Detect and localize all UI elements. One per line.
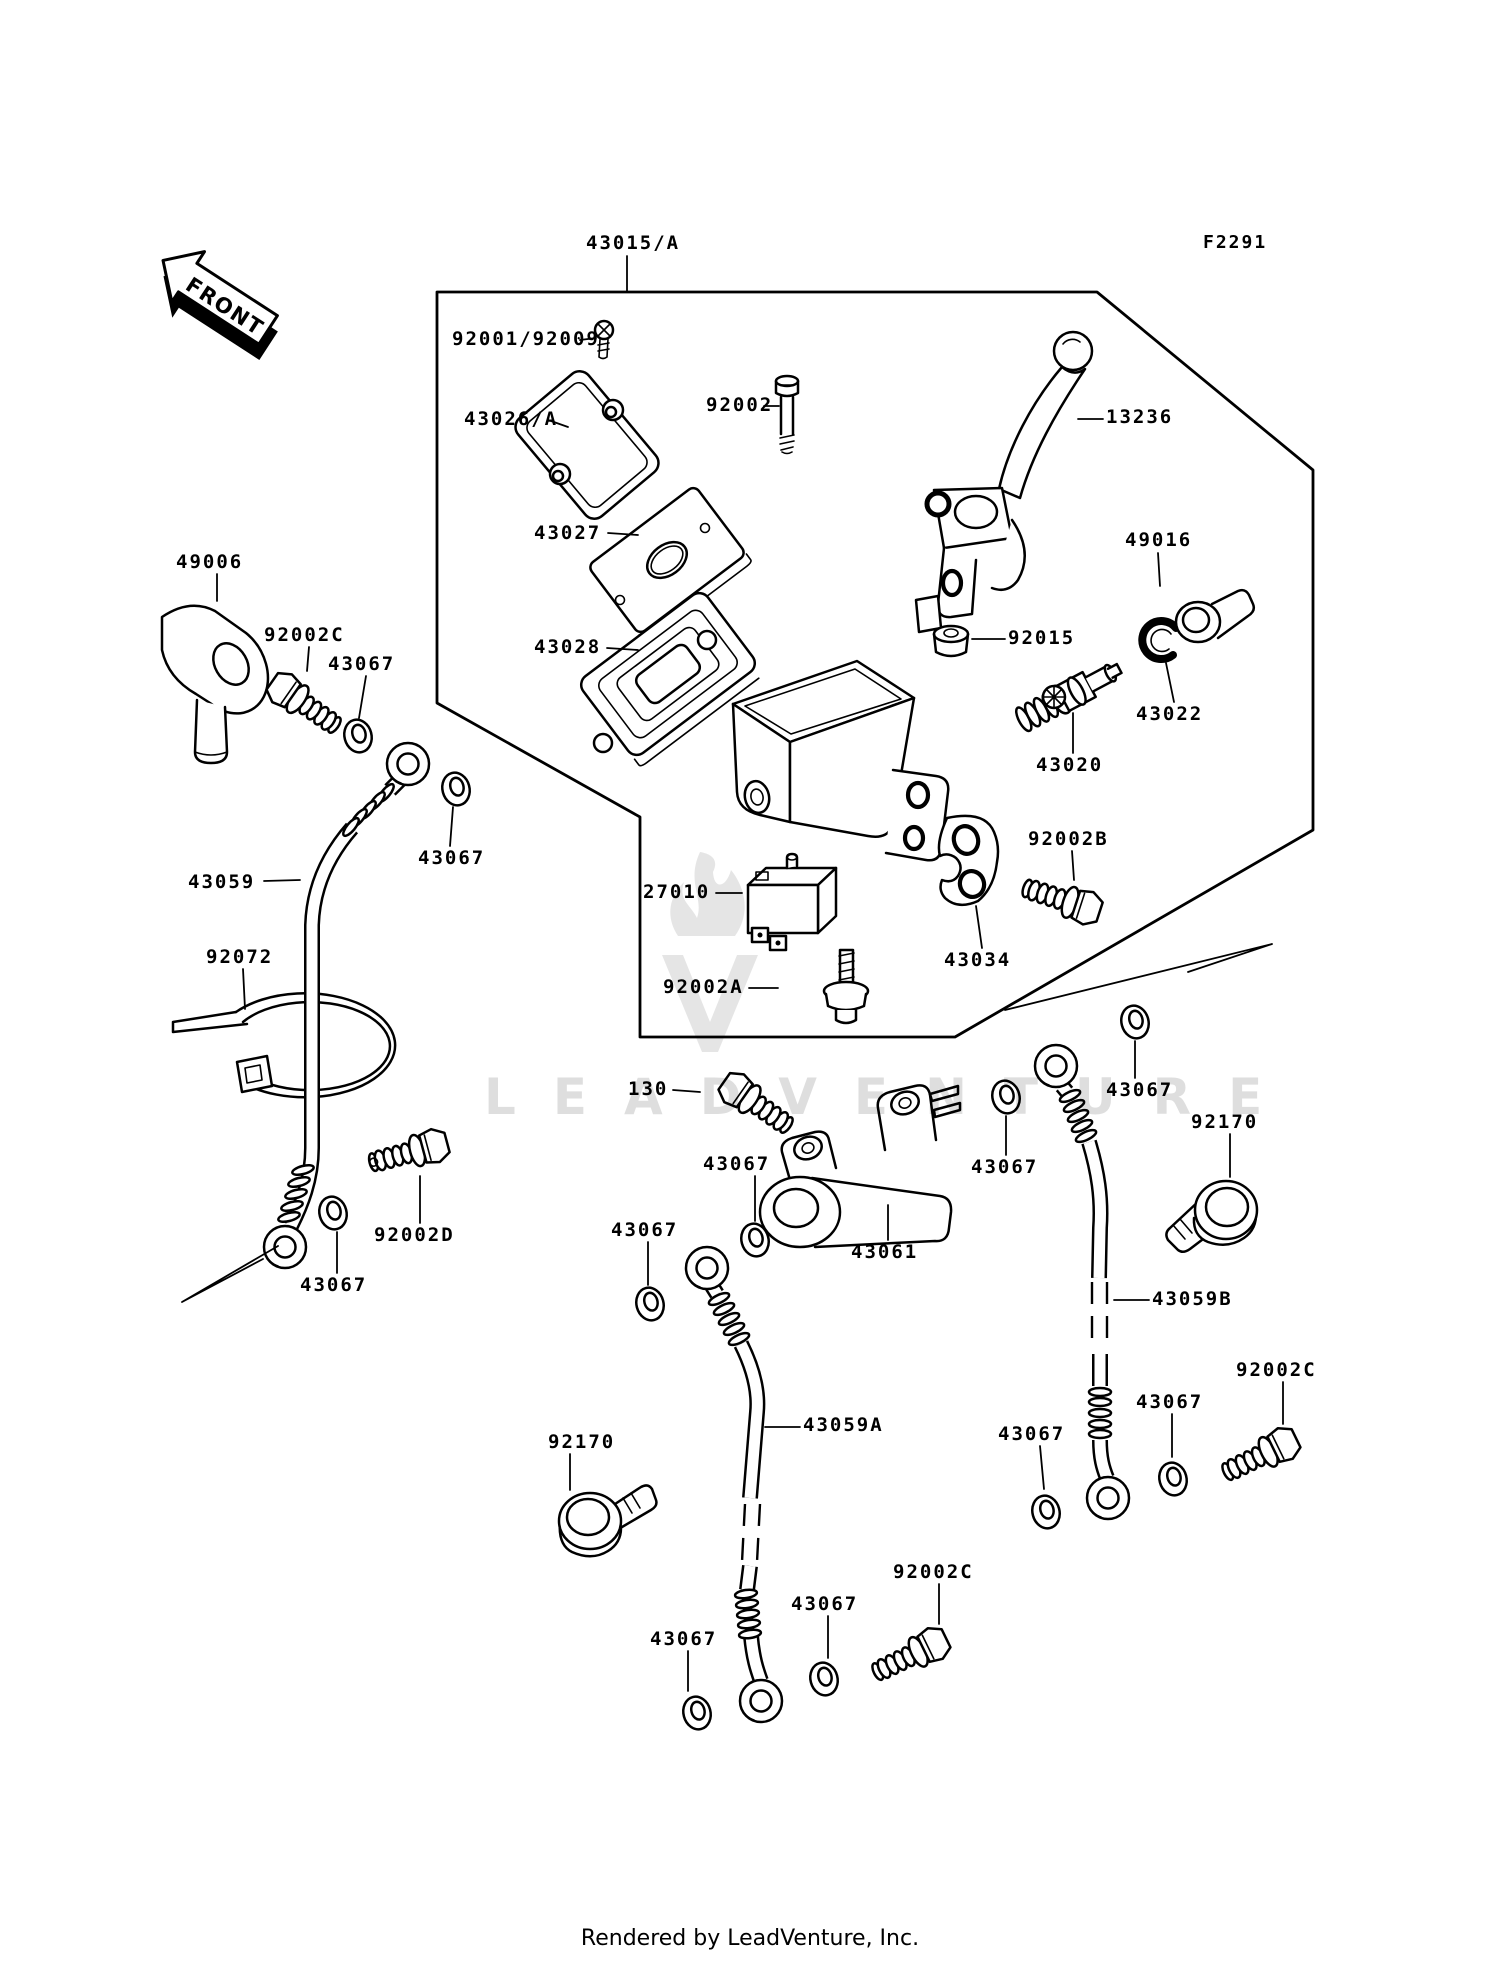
switch-27010-drawing — [746, 852, 838, 952]
lever-13236-drawing — [914, 330, 1094, 634]
dust-cover-49016-drawing — [1174, 588, 1256, 644]
leader-line-92002b — [1071, 850, 1075, 881]
drawing-code: F2291 — [1203, 232, 1268, 253]
part-label-43027: 43027 — [534, 522, 602, 544]
leader-line-43027 — [607, 532, 639, 536]
part-label-92001-92009: 92001/92009 — [452, 328, 600, 350]
part-label-43067-d: 43067 — [703, 1153, 771, 1175]
cap-43026-drawing — [514, 370, 660, 520]
part-label-43067-g: 43067 — [971, 1156, 1039, 1178]
hose-43059-drawing — [181, 741, 431, 1303]
part-label-13236: 13236 — [1106, 406, 1174, 428]
part-label-43067-f: 43067 — [1106, 1079, 1174, 1101]
leader-line-49016 — [1157, 552, 1161, 587]
part-label-43067-b: 43067 — [418, 847, 486, 869]
part-label-43020: 43020 — [1036, 754, 1104, 776]
part-label-92002c-3: 92002C — [893, 1561, 974, 1583]
part-label-43067-a: 43067 — [328, 653, 396, 675]
part-label-92072: 92072 — [206, 946, 274, 968]
part-label-43028: 43028 — [534, 636, 602, 658]
leader-line-92001-92009 — [579, 337, 597, 341]
part-label-43034: 43034 — [944, 949, 1012, 971]
leader-line-43026a — [550, 420, 569, 428]
part-label-43022: 43022 — [1136, 703, 1204, 725]
part-label-92002c-2: 92002C — [1236, 1359, 1317, 1381]
boot-49006-drawing — [160, 604, 270, 765]
part-label-130: 130 — [628, 1078, 669, 1100]
leader-line-43067-a — [358, 675, 367, 719]
part-label-49016: 49016 — [1125, 529, 1193, 551]
bolt-92002-drawing — [774, 374, 800, 455]
nut-92015-drawing — [932, 624, 970, 658]
part-label-92170-l: 92170 — [548, 1431, 616, 1453]
part-label-43067-j: 43067 — [650, 1628, 718, 1650]
eclip-43022-drawing — [1138, 617, 1180, 663]
leader-line-92002c-1 — [306, 646, 310, 672]
leader-line-43022 — [1165, 662, 1175, 703]
assembly-box-outline — [435, 290, 1315, 1039]
part-label-43067-h: 43067 — [998, 1423, 1066, 1445]
part-label-43026a: 43026/A — [464, 408, 559, 430]
hose-43059a-drawing — [684, 1245, 784, 1724]
hose-43059b-continuation-arrow — [1004, 943, 1273, 1011]
part-label-43015a: 43015/A — [586, 232, 681, 254]
hose-43059-continuation-arrow — [181, 1245, 279, 1303]
part-label-43067-k: 43067 — [791, 1593, 859, 1615]
bolt-92002a-drawing — [822, 948, 870, 1025]
part-label-43067-e: 43067 — [611, 1219, 679, 1241]
part-label-43067-c: 43067 — [300, 1274, 368, 1296]
part-label-43067-i: 43067 — [1136, 1391, 1204, 1413]
leadventure-logo-watermark — [662, 852, 758, 1052]
bolt-92002d-drawing — [364, 1124, 453, 1181]
leader-line-43067-h — [1039, 1445, 1045, 1490]
part-label-43061: 43061 — [851, 1241, 919, 1263]
leader-line-43067-b — [449, 806, 454, 847]
part-label-92002b: 92002B — [1028, 828, 1109, 850]
piston-43020-drawing — [1015, 662, 1123, 733]
footer-credit: Rendered by LeadVenture, Inc. — [580, 1926, 920, 1951]
part-label-43059a: 43059A — [803, 1414, 884, 1436]
leader-lines — [216, 255, 1284, 1692]
part-label-92015: 92015 — [1008, 627, 1076, 649]
diaphragm-43028-drawing — [579, 591, 760, 767]
part-label-49006: 49006 — [176, 551, 244, 573]
part-label-27010: 27010 — [643, 881, 711, 903]
hose-43059b-drawing — [1033, 1043, 1131, 1521]
joint-92170-left-drawing — [557, 1484, 658, 1558]
leader-line-43059 — [263, 879, 301, 882]
leader-line-92072 — [242, 968, 246, 1010]
junction-43061-drawing — [758, 1084, 962, 1249]
part-label-92002a: 92002A — [663, 976, 744, 998]
leader-line-43028 — [606, 647, 639, 651]
master-cylinder-body-drawing — [731, 659, 950, 862]
part-label-43059b: 43059B — [1152, 1288, 1233, 1310]
part-label-92170-r: 92170 — [1191, 1111, 1259, 1133]
screw-92001-drawing — [593, 319, 615, 360]
clamp-43034-drawing — [937, 814, 1000, 907]
part-label-92002c-1: 92002C — [264, 624, 345, 646]
joint-92170-right-drawing — [1165, 1179, 1259, 1253]
leader-line-43034 — [975, 905, 983, 949]
part-label-92002: 92002 — [706, 394, 774, 416]
part-label-92002d: 92002D — [374, 1224, 455, 1246]
band-92072-drawing — [171, 992, 397, 1099]
part-label-43059: 43059 — [188, 871, 256, 893]
leader-line-130 — [672, 1089, 701, 1093]
